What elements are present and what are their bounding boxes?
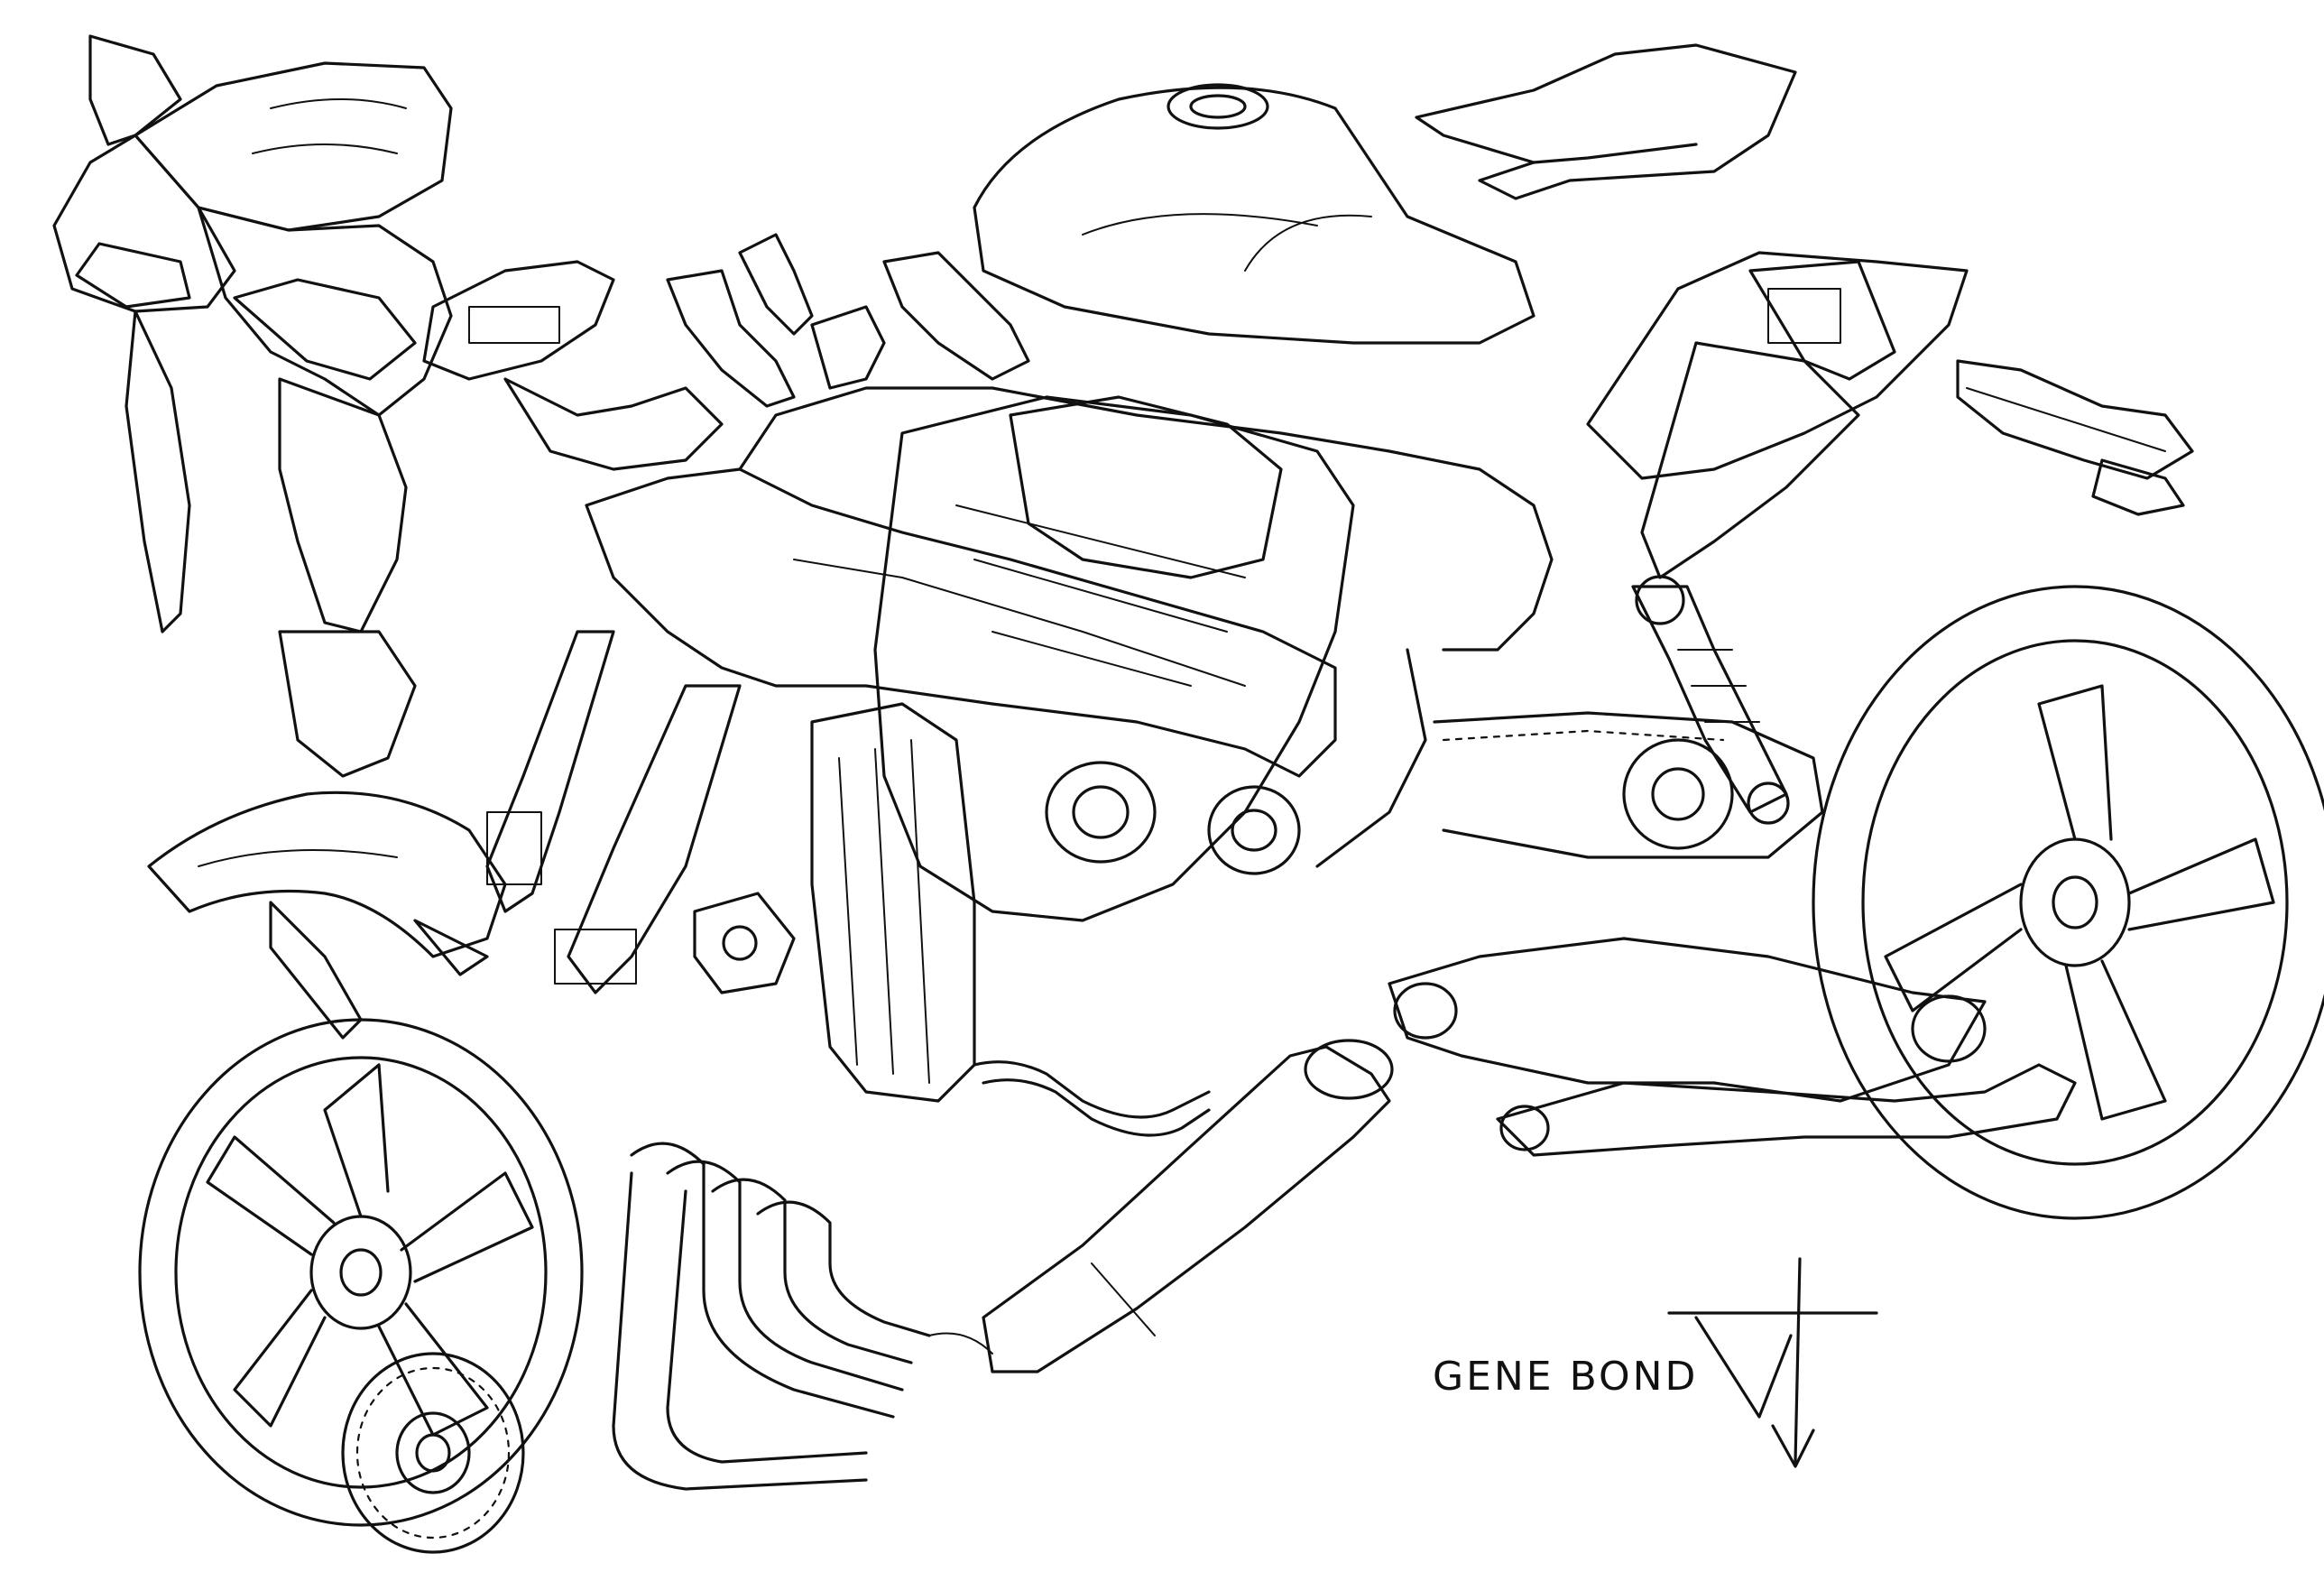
tail-fairing: [1586, 251, 1969, 579]
rear-wheel: [1812, 585, 2324, 1220]
front-fairing: [52, 34, 453, 778]
coolant-hose: [973, 1060, 1211, 1137]
rear-shock-absorber: [1631, 575, 1790, 825]
swingarm: [1388, 937, 2077, 1157]
engine: [873, 395, 1355, 922]
fuel-tank: [973, 83, 1536, 345]
handlebar-assembly: [666, 233, 1030, 408]
brake-caliper: [693, 892, 796, 994]
mirror-bracket: [422, 260, 724, 471]
front-wheel: [138, 1018, 584, 1527]
radiator: [810, 702, 976, 1103]
front-fork: [485, 630, 742, 994]
rear-tail-light: [1956, 359, 2194, 516]
seat: [1415, 43, 1797, 200]
brake-disc: [341, 1352, 525, 1554]
exhaust-muffler: [928, 1039, 1394, 1373]
frame: [585, 386, 1554, 868]
front-mudguard: [147, 791, 507, 1040]
exhaust-headers: [612, 1142, 931, 1491]
drive-chain: [1433, 711, 1824, 859]
artist-signature: GENE BOND: [1433, 1354, 1699, 1400]
signature-monogram: [1667, 1257, 1878, 1468]
